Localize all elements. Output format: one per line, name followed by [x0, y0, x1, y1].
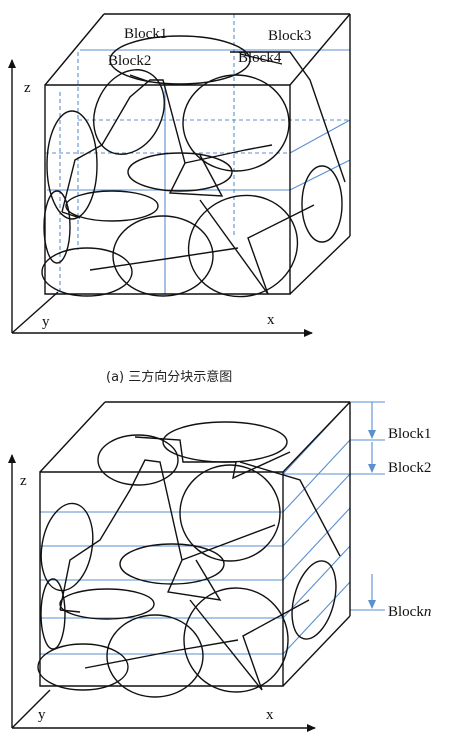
blockb-label-2: Block2 [388, 460, 431, 476]
fibers-a [61, 51, 346, 295]
y-axis-label-b: y [38, 707, 46, 723]
axes-b [7, 454, 316, 732]
blockb-label-n-prefix: Block [388, 604, 424, 620]
panel-a-labels: Block1 Block2 Block3 Block4 z y x (a) 三方… [24, 26, 311, 385]
panel-b-labels: Block1 Block2 Blockn z y x [20, 426, 431, 723]
axes-a [7, 59, 313, 337]
z-axis-label-b: z [20, 473, 27, 489]
inclusions-b [37, 421, 337, 698]
blockb-label-1: Block1 [388, 426, 431, 442]
inclusions-a [41, 35, 343, 298]
panel-b [7, 401, 385, 732]
panel-a [7, 13, 351, 337]
fibers-b [59, 436, 341, 691]
caption-a: (a) 三方向分块示意图 [106, 369, 232, 385]
block-label-3: Block3 [268, 28, 311, 44]
block-label-2: Block2 [108, 53, 151, 69]
y-axis-b [11, 689, 51, 729]
y-axis-label: y [42, 314, 50, 330]
block-label-1: Block1 [124, 26, 167, 42]
x-axis-label-b: x [266, 707, 274, 723]
blockb-label-n-suffix: n [424, 604, 432, 620]
y-axis [11, 291, 59, 334]
blockb-label-n: Blockn [388, 604, 431, 620]
cube-b [39, 401, 351, 687]
z-axis-label: z [24, 80, 31, 96]
block-label-4: Block4 [238, 50, 282, 66]
cube-a [44, 13, 351, 295]
partition-lines-b [40, 401, 385, 655]
x-axis-label: x [267, 312, 275, 328]
